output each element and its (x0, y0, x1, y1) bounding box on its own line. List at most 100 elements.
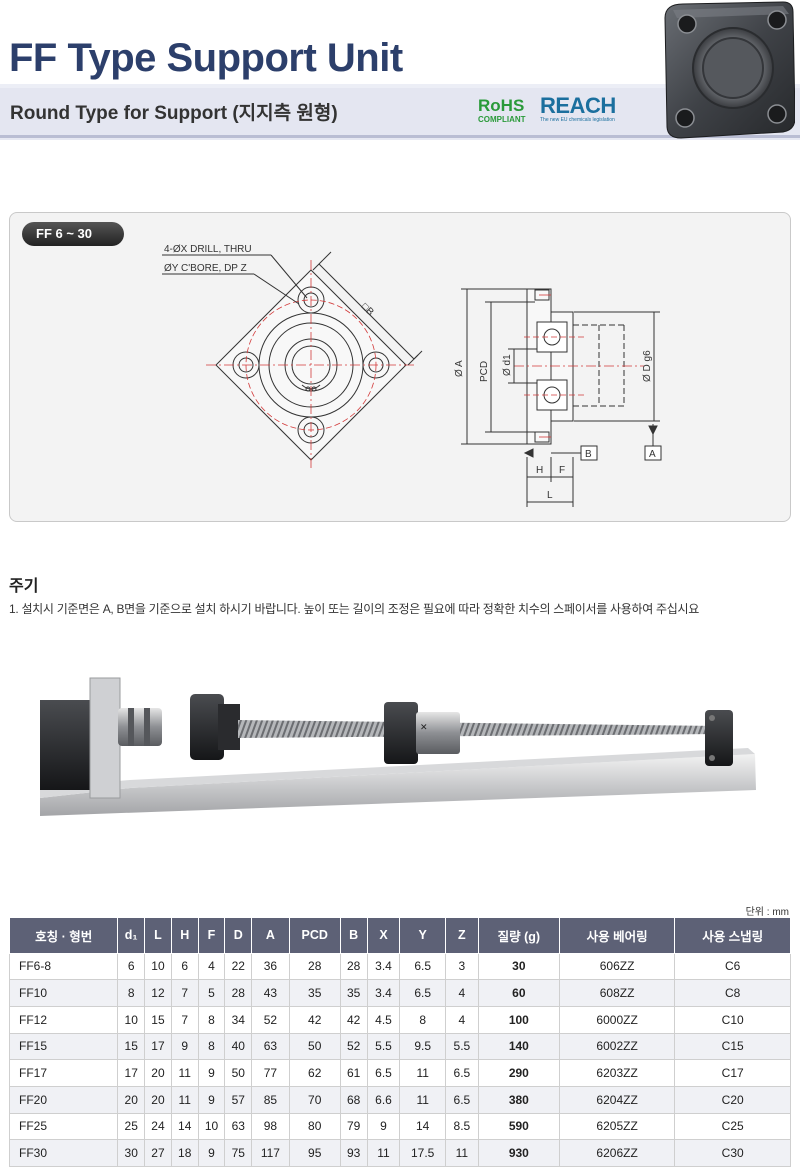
table-cell: 52 (251, 1005, 290, 1034)
table-cell: 8 (399, 1005, 446, 1034)
table-cell: 34 (224, 1005, 253, 1034)
table-cell: 9 (197, 1059, 226, 1087)
table-cell: 8 (197, 1032, 226, 1061)
table-cell: 20 (117, 1085, 146, 1114)
unit-label: 단위 : mm (745, 907, 789, 918)
table-cell: 11 (366, 1139, 401, 1167)
model-range-tag: FF 6 ~ 30 (22, 222, 124, 246)
table-cell: 6205ZZ (558, 1112, 676, 1141)
table-cell: 8.5 (444, 1112, 479, 1141)
table-cell: 10 (117, 1005, 146, 1034)
table-cell: 18 (170, 1139, 199, 1167)
front-view (206, 260, 416, 470)
table-cell: 8 (117, 979, 146, 1007)
table-cell: 606ZZ (558, 952, 676, 981)
callout-drill: 4-ØX DRILL, THRU (164, 244, 252, 255)
table-cell: C17 (674, 1059, 791, 1087)
table-cell: 11 (399, 1059, 446, 1087)
table-cell: 9 (366, 1112, 401, 1141)
table-cell: 63 (251, 1032, 290, 1061)
table-cell: 5 (197, 979, 226, 1007)
table-header-cell: F (197, 918, 226, 954)
table-cell: 590 (477, 1112, 560, 1141)
table-cell: 36 (251, 952, 290, 981)
table-cell: 7 (170, 1005, 199, 1034)
table-cell: FF17 (8, 1059, 119, 1087)
table-cell: 10 (197, 1112, 226, 1141)
table-cell: 35 (288, 979, 341, 1007)
table-cell: 6.5 (366, 1059, 401, 1087)
table-header-cell: 사용 스냅링 (674, 918, 791, 954)
table-cell: FF30 (8, 1139, 119, 1167)
table-cell: C25 (674, 1112, 791, 1141)
table-cell: 5.5 (366, 1032, 401, 1061)
table-header-cell: 질량 (g) (477, 918, 560, 954)
table-cell: 20 (144, 1059, 172, 1087)
table-cell: 27 (144, 1139, 172, 1167)
table-cell: 40 (224, 1032, 253, 1061)
table-cell: 6000ZZ (558, 1005, 676, 1034)
table-cell: 80 (288, 1112, 341, 1141)
table-cell: 77 (251, 1059, 290, 1087)
table-cell: 9 (170, 1032, 199, 1061)
svg-text:✕: ✕ (420, 722, 428, 732)
ref-a-label: A (649, 449, 656, 460)
table-cell: 4 (444, 979, 479, 1007)
notes-title: 주기 (9, 578, 39, 595)
table-cell: 68 (339, 1085, 368, 1114)
assembly-photo: ✕ (40, 677, 756, 816)
table-cell: C8 (674, 979, 791, 1007)
page-title: FF Type Support Unit (9, 36, 403, 80)
table-cell: 117 (251, 1139, 290, 1167)
table-cell: 6.6 (366, 1085, 401, 1114)
table-cell: 15 (144, 1005, 172, 1034)
table-cell: C15 (674, 1032, 791, 1061)
table-cell: 15 (117, 1032, 146, 1061)
table-cell: 24 (144, 1112, 172, 1141)
table-cell: 70 (288, 1085, 341, 1114)
table-cell: FF15 (8, 1032, 119, 1061)
product-photo (664, 1, 795, 139)
table-cell: 290 (477, 1059, 560, 1087)
table-cell: 4 (197, 952, 226, 981)
rohs-logo: RoHS COMPLIANT (478, 97, 526, 124)
table-cell: 4.5 (366, 1005, 401, 1034)
reach-logo-sub: The new EU chemicals legislation (540, 117, 615, 123)
table-cell: 50 (224, 1059, 253, 1087)
table-cell: 380 (477, 1085, 560, 1114)
table-cell: 43 (251, 979, 290, 1007)
table-cell: 11 (399, 1085, 446, 1114)
rohs-logo-sub: COMPLIANT (478, 115, 526, 124)
table-cell: 9.5 (399, 1032, 446, 1061)
reach-logo: REACH The new EU chemicals legislation (540, 95, 616, 123)
table-cell: 62 (288, 1059, 341, 1087)
table-cell: 98 (251, 1112, 290, 1141)
table-cell: 20 (144, 1085, 172, 1114)
table-header-cell: A (251, 918, 290, 954)
dim-pcd-label: PCD (479, 361, 490, 382)
table-cell: 28 (224, 979, 253, 1007)
table-cell: 6203ZZ (558, 1059, 676, 1087)
notes-item-1: 1. 설치시 기준면은 A, B면을 기준으로 설치 하시기 바랍니다. 높이 … (9, 602, 699, 616)
table-cell: C20 (674, 1085, 791, 1114)
dim-h-label: H (536, 465, 543, 476)
table-cell: 4 (444, 1005, 479, 1034)
table-cell: 5.5 (444, 1032, 479, 1061)
table-cell: 608ZZ (558, 979, 676, 1007)
table-cell: 75 (224, 1139, 253, 1167)
table-cell: 85 (251, 1085, 290, 1114)
table-cell: 17.5 (399, 1139, 446, 1167)
reach-logo-text: REACH (540, 93, 616, 118)
table-cell: 14 (399, 1112, 446, 1141)
table-cell: 42 (288, 1005, 341, 1034)
table-cell: 42 (339, 1005, 368, 1034)
callout-cbore: ØY C'BORE, DP Z (164, 263, 247, 274)
table-cell: C30 (674, 1139, 791, 1167)
table-header-cell: PCD (288, 918, 341, 954)
